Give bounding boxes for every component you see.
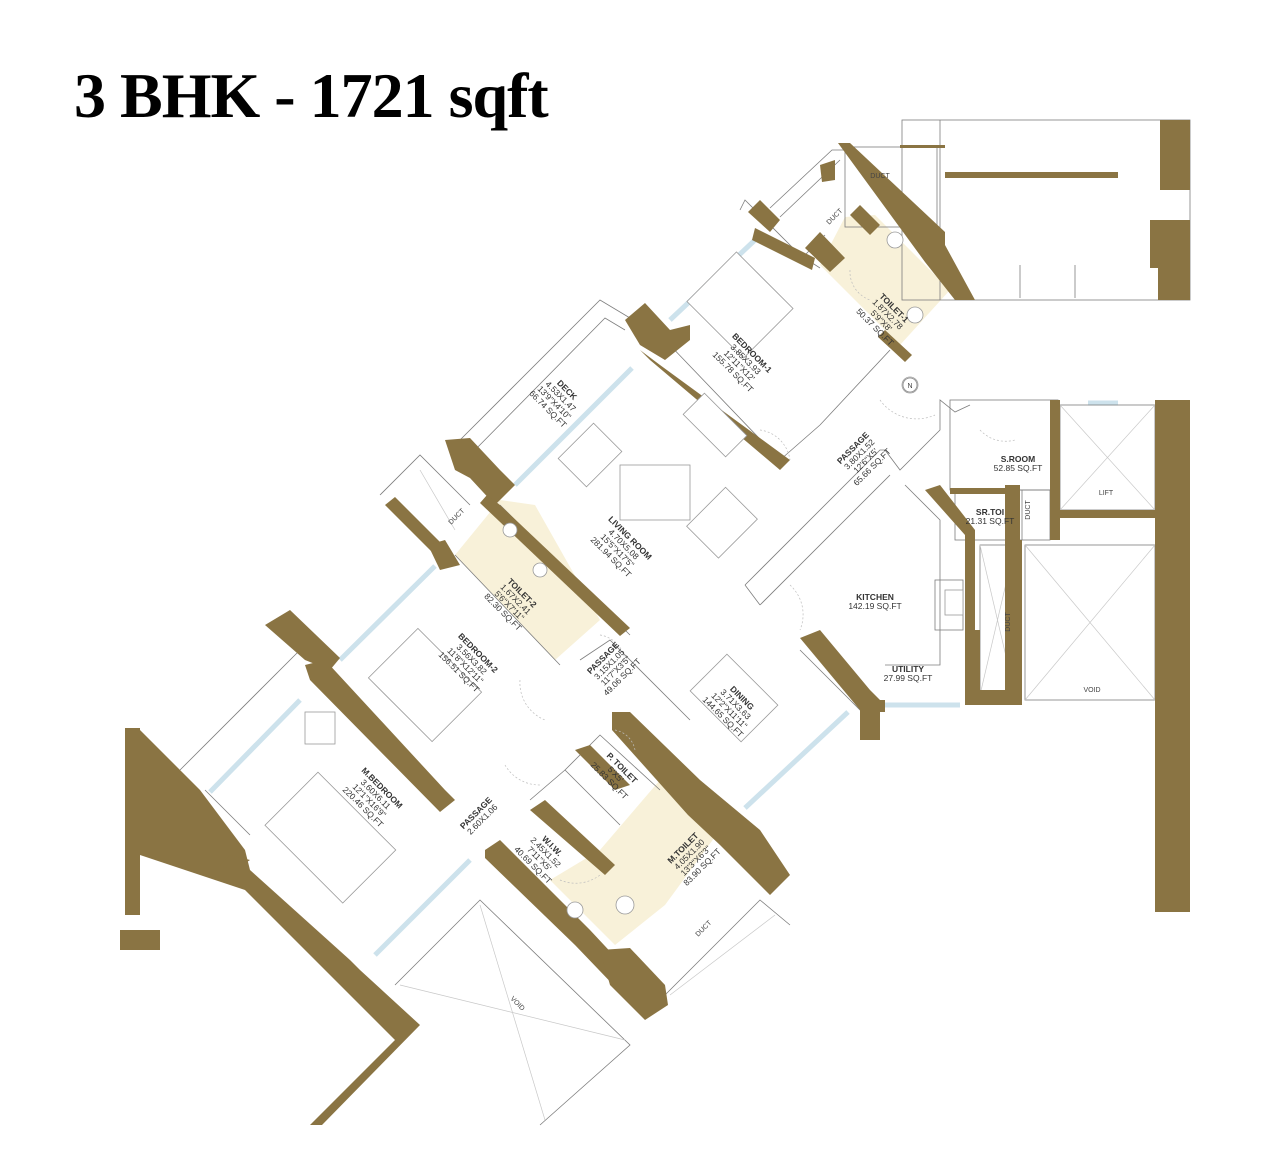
tag-duct_bottom: DUCT: [695, 919, 714, 938]
room-dimension-sroom-0: 52.85 SQ.FT: [994, 463, 1043, 473]
north-marker: N: [902, 377, 918, 393]
room-name-srtoi: SR.TOI: [976, 507, 1004, 517]
tag-duct_top: DUCT: [870, 173, 890, 180]
tag-void_bottom: VOID: [509, 995, 526, 1012]
room-dimension-srtoi-0: 21.31 SQ.FT: [966, 516, 1015, 526]
room-name-sroom: S.ROOM: [1001, 454, 1035, 464]
tag-duct_srtoi: DUCT: [1025, 500, 1032, 520]
door-swings: [504, 269, 1016, 884]
tag-void_right: VOID: [1083, 687, 1100, 694]
walls: [120, 120, 1190, 1125]
tag-duct_kitchen: DUCT: [1005, 612, 1012, 632]
tag-duct_left: DUCT: [448, 507, 467, 526]
tag-lift: LIFT: [1099, 490, 1114, 497]
room-dimension-utility-0: 27.99 SQ.FT: [884, 673, 933, 683]
windows: [208, 238, 1118, 957]
room-name-utility: UTILITY: [892, 664, 924, 674]
page-title: 3 BHK - 1721 sqft: [74, 60, 549, 131]
room-dimension-kitchen-0: 142.19 SQ.FT: [848, 601, 901, 611]
furniture: [264, 231, 964, 919]
north-marker-label: N: [907, 383, 912, 390]
room-name-kitchen: KITCHEN: [856, 592, 894, 602]
